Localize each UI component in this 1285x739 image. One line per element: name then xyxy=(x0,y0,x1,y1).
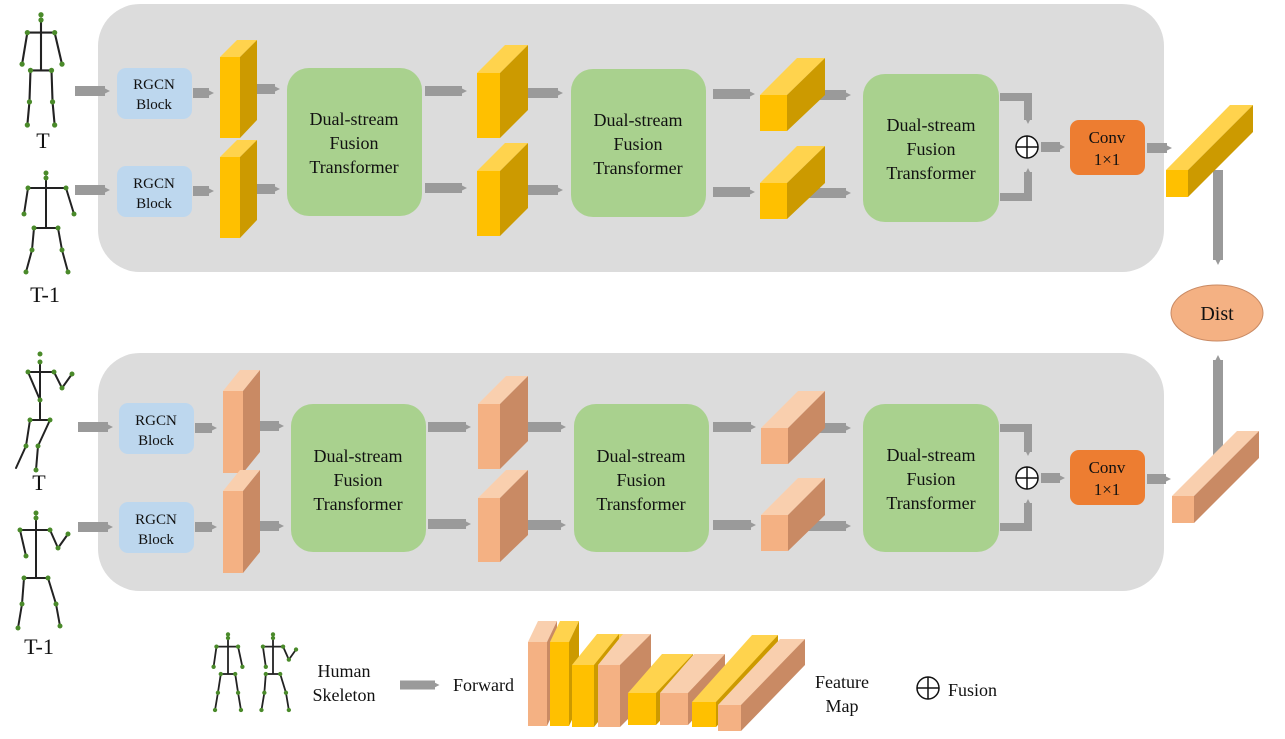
dft-label-line2: Fusion xyxy=(333,470,382,490)
dft-label-line1: Dual-stream xyxy=(314,446,403,466)
feature-map xyxy=(220,40,257,138)
conv-1x1-block: Conv 1×1 xyxy=(1070,120,1145,175)
legend-skeleton-label-line2: Skeleton xyxy=(313,685,376,705)
conv-label-line2: 1×1 xyxy=(1094,480,1121,499)
frame-label-t-minus-1-top: T-1 xyxy=(30,282,60,307)
frame-label-t-bottom: T xyxy=(32,470,46,495)
fusion-icon xyxy=(1015,135,1039,159)
legend-feature-label-line1: Feature xyxy=(815,672,869,692)
rgcn-label-line2: Block xyxy=(138,532,174,548)
feature-map xyxy=(761,478,825,551)
dft-label-line2: Fusion xyxy=(906,139,955,159)
dft-label-line3: Transformer xyxy=(313,494,402,514)
dual-stream-fusion-transformer: Dual-stream Fusion Transformer xyxy=(574,404,709,552)
legend-skeleton-icon xyxy=(259,632,299,713)
feature-map xyxy=(478,470,528,562)
dft-label-line1: Dual-stream xyxy=(310,109,399,129)
legend-fusion-label: Fusion xyxy=(948,680,997,700)
dual-stream-fusion-transformer: Dual-stream Fusion Transformer xyxy=(291,404,426,552)
frame-label-t-minus-1-bottom: T-1 xyxy=(24,634,54,659)
fusion-arrow xyxy=(1000,93,1032,124)
dft-label-line2: Fusion xyxy=(329,133,378,153)
dft-label-line1: Dual-stream xyxy=(887,115,976,135)
legend-fusion-icon xyxy=(916,676,940,700)
dft-label-line1: Dual-stream xyxy=(597,446,686,466)
feature-map xyxy=(478,376,528,469)
dft-label-line3: Transformer xyxy=(886,163,975,183)
skeleton-icon xyxy=(15,510,71,631)
feature-map xyxy=(477,143,528,236)
fusion-icon xyxy=(1015,466,1039,490)
skeleton-icon xyxy=(15,351,75,473)
conv-label-line2: 1×1 xyxy=(1094,150,1121,169)
output-feature xyxy=(1172,431,1259,523)
legend-feature-map-stack xyxy=(528,621,805,731)
dft-label-line2: Fusion xyxy=(616,470,665,490)
dft-label-line1: Dual-stream xyxy=(594,110,683,130)
feature-map xyxy=(760,58,825,131)
feature-map xyxy=(220,140,257,238)
dft-label-line2: Fusion xyxy=(906,469,955,489)
skeleton-icon xyxy=(19,12,65,128)
feature-map xyxy=(760,146,825,219)
conv-label-line1: Conv xyxy=(1089,128,1126,147)
dft-label-line3: Transformer xyxy=(886,493,975,513)
fusion-arrow xyxy=(1000,499,1032,531)
legend-skeleton-label-line1: Human xyxy=(318,661,371,681)
feature-map xyxy=(761,391,825,464)
rgcn-label-line2: Block xyxy=(136,196,172,212)
fusion-arrow xyxy=(1000,168,1032,201)
rgcn-block: RGCN Block xyxy=(119,502,194,553)
dft-label-line3: Transformer xyxy=(309,157,398,177)
dft-label-line3: Transformer xyxy=(593,158,682,178)
feature-map xyxy=(223,470,260,573)
dist-label: Dist xyxy=(1200,303,1234,325)
dft-label-line3: Transformer xyxy=(596,494,685,514)
rgcn-block: RGCN Block xyxy=(119,403,194,454)
rgcn-label-line1: RGCN xyxy=(133,77,175,93)
rgcn-block: RGCN Block xyxy=(117,68,192,119)
feature-map xyxy=(223,370,260,473)
conv-label-line1: Conv xyxy=(1089,458,1126,477)
dual-stream-fusion-transformer: Dual-stream Fusion Transformer xyxy=(571,69,706,217)
conv-1x1-block: Conv 1×1 xyxy=(1070,450,1145,505)
legend-feature-label-line2: Map xyxy=(826,696,859,716)
rgcn-label-line2: Block xyxy=(136,97,172,113)
feature-map xyxy=(477,45,528,138)
output-feature xyxy=(1166,105,1253,197)
rgcn-block: RGCN Block xyxy=(117,166,192,217)
distance-node: Dist xyxy=(1170,284,1264,342)
rgcn-label-line1: RGCN xyxy=(133,176,175,192)
dual-stream-fusion-transformer: Dual-stream Fusion Transformer xyxy=(287,68,422,216)
dft-label-line1: Dual-stream xyxy=(887,445,976,465)
dual-stream-fusion-transformer: Dual-stream Fusion Transformer xyxy=(863,74,999,222)
skeleton-icon xyxy=(21,170,77,275)
rgcn-label-line1: RGCN xyxy=(135,413,177,429)
dft-label-line2: Fusion xyxy=(613,134,662,154)
legend-skeleton-icon xyxy=(211,632,245,713)
dual-stream-fusion-transformer: Dual-stream Fusion Transformer xyxy=(863,404,999,552)
frame-label-t-top: T xyxy=(36,128,50,153)
rgcn-label-line2: Block xyxy=(138,433,174,449)
legend-forward-label: Forward xyxy=(453,675,514,695)
rgcn-label-line1: RGCN xyxy=(135,512,177,528)
fusion-arrow xyxy=(1000,424,1032,456)
